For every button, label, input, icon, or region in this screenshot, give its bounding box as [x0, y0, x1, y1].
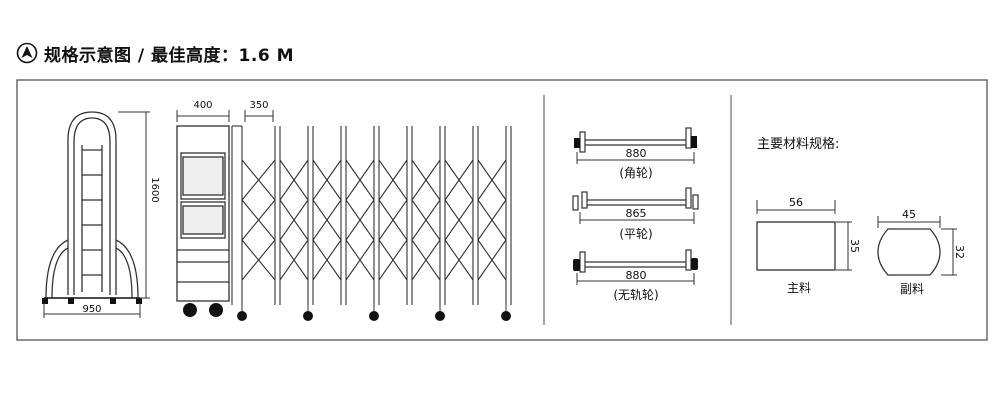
- main-material-name: 主料: [787, 281, 811, 295]
- wheel-trackless-name: (无轨轮): [613, 288, 658, 302]
- wheel-flat-dim: [579, 212, 695, 224]
- wheel-flat-dimension: 865: [626, 207, 647, 220]
- section-wheels: [237, 311, 511, 321]
- secondary-height-label: 32: [953, 245, 966, 259]
- page-title: 规格示意图 / 最佳高度：1.6 M: [44, 45, 294, 66]
- dim-section-label: 350: [249, 100, 268, 111]
- front-wheels: [42, 298, 142, 304]
- title-row: 规格示意图 / 最佳高度：1.6 M: [16, 40, 294, 66]
- main-material-dims: [756, 200, 852, 271]
- main-material-section: [756, 221, 836, 271]
- front-height-dim: [118, 111, 150, 299]
- wheel-type-trackless-caps: [573, 258, 698, 271]
- spec-arrow-icon: [16, 42, 38, 64]
- wheel-corner-dimension: 880: [626, 147, 647, 160]
- secondary-material-section: [877, 228, 941, 276]
- wheel-trackless-dimension: 880: [626, 269, 647, 282]
- front-width-label: 950: [82, 304, 101, 315]
- wheel-corner-dim: [576, 152, 695, 164]
- wheel-type-corner-caps: [574, 136, 697, 148]
- side-dims: [176, 110, 274, 122]
- gate-head: [176, 125, 230, 302]
- dim-head-label: 400: [193, 100, 212, 111]
- materials-heading: 主要材料规格:: [757, 136, 839, 152]
- main-height-label: 35: [848, 239, 861, 253]
- front-height-label: 1600: [149, 177, 160, 202]
- secondary-material-dims: [877, 216, 957, 276]
- front-width-dim: [43, 303, 141, 318]
- main-width-label: 56: [789, 196, 803, 209]
- secondary-width-label: 45: [902, 208, 916, 221]
- wheel-type-flat: [572, 187, 699, 211]
- scissor-sections: [231, 125, 512, 305]
- wheel-flat-name: (平轮): [619, 227, 652, 241]
- wheel-corner-name: (角轮): [619, 166, 652, 180]
- diagram-frame: [16, 79, 988, 341]
- section-wheel-stems: [241, 305, 507, 311]
- front-view: [44, 111, 140, 299]
- wheel-trackless-dim: [576, 273, 695, 285]
- secondary-material-name: 副料: [900, 282, 924, 296]
- head-wheels: [183, 303, 223, 317]
